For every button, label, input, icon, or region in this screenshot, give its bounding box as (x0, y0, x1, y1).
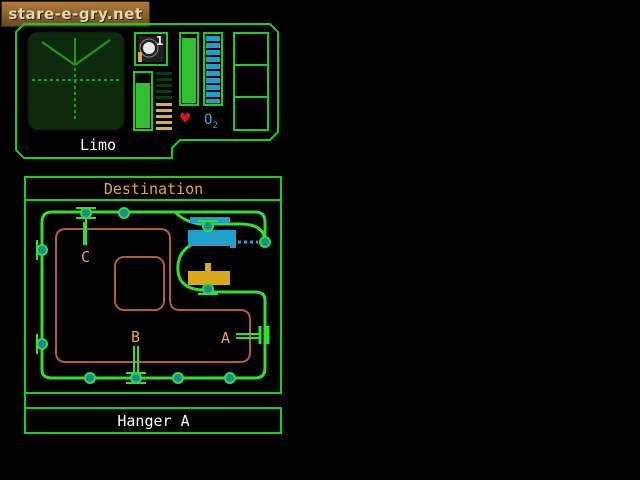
oxygen-gauge (203, 32, 223, 106)
destination-map[interactable] (36, 207, 271, 384)
oxygen-icon: O2 (204, 112, 218, 131)
destination-title: Destination (103, 180, 204, 198)
energy-gauge (133, 71, 172, 131)
top-panel-frame (15, 23, 279, 159)
destination-panel (24, 176, 282, 394)
watermark-logo: stare-e-gry.net (1, 1, 150, 27)
heart-icon: ♥ (180, 109, 191, 129)
map-node-c[interactable]: C (81, 248, 91, 266)
inventory-slot[interactable] (134, 32, 168, 66)
inventory-count: 1 (156, 34, 164, 48)
side-slots[interactable] (233, 32, 269, 131)
health-gauge (179, 32, 199, 106)
map-node-a[interactable]: A (221, 329, 231, 347)
vehicle-name: Limo (79, 136, 117, 154)
map-node-b[interactable]: B (131, 328, 141, 346)
current-location: Hanger A (117, 412, 190, 430)
radar-screen[interactable] (27, 31, 125, 131)
location-panel (24, 407, 282, 434)
